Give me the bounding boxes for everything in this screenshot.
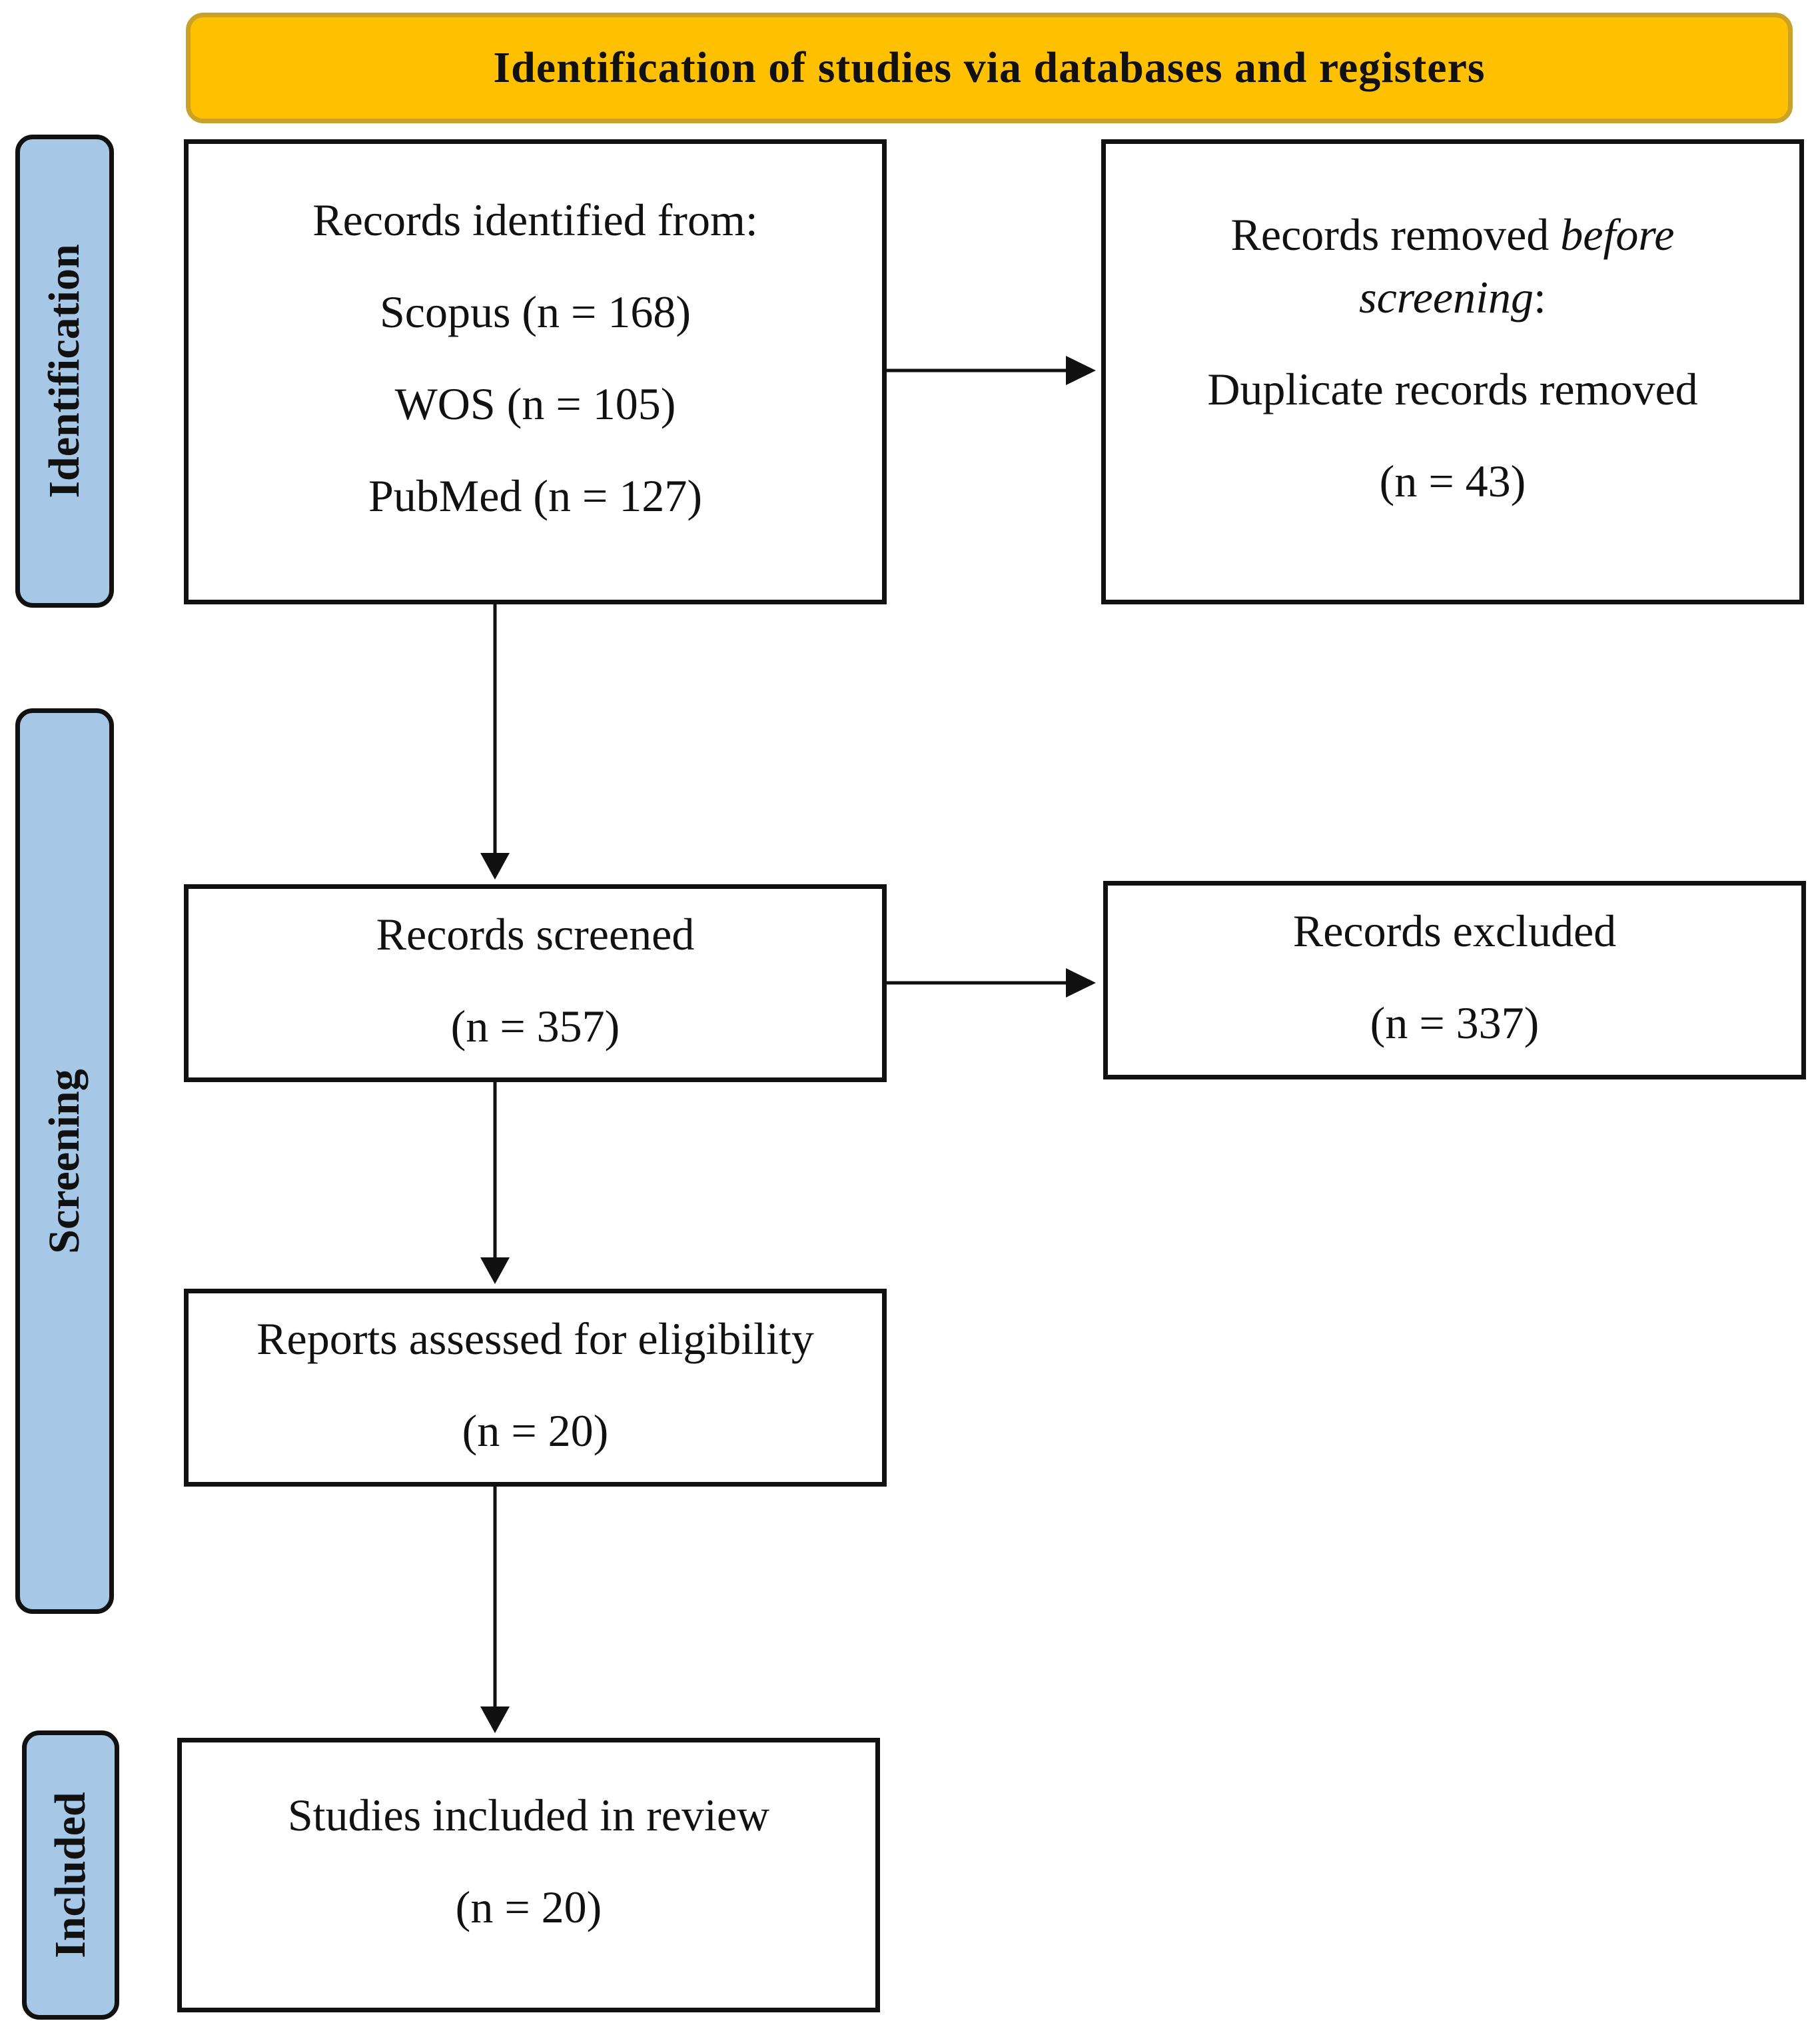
records-removed-prefix: Records removed xyxy=(1230,209,1561,260)
arrowhead-included xyxy=(480,1706,510,1733)
records-removed-screening: screening xyxy=(1359,272,1534,323)
source-pubmed: PubMed (n = 127) xyxy=(368,470,703,521)
arrowhead-assessed xyxy=(480,1257,510,1284)
records-identified-box: Records identified from: Scopus (n = 168… xyxy=(184,139,887,604)
arrowhead-screened xyxy=(480,853,510,880)
records-screened-count: (n = 357) xyxy=(450,1001,620,1051)
records-removed-colon: : xyxy=(1533,272,1546,323)
arrowhead-removed xyxy=(1066,356,1096,385)
records-removed-title-line1: Records removed before xyxy=(1106,212,1799,257)
header-title: Identification of studies via databases … xyxy=(493,43,1486,92)
records-excluded-box: Records excluded (n = 337) xyxy=(1103,881,1806,1079)
reports-assessed-count: (n = 20) xyxy=(462,1405,609,1456)
records-removed-title-line2: screening: xyxy=(1106,275,1799,320)
duplicate-records-label: Duplicate records removed xyxy=(1207,364,1698,414)
records-excluded-count: (n = 337) xyxy=(1370,998,1540,1048)
records-identified-title: Records identified from: xyxy=(312,195,758,245)
records-screened-title: Records screened xyxy=(376,909,695,960)
reports-assessed-box: Reports assessed for eligibility (n = 20… xyxy=(184,1289,887,1487)
source-wos: WOS (n = 105) xyxy=(394,378,676,429)
header-banner: Identification of studies via databases … xyxy=(186,13,1793,123)
source-scopus: Scopus (n = 168) xyxy=(379,287,691,337)
arrowhead-excluded xyxy=(1066,968,1096,998)
records-removed-before: before xyxy=(1560,209,1675,260)
phase-screening: Screening xyxy=(15,708,114,1614)
reports-assessed-title: Reports assessed for eligibility xyxy=(256,1313,814,1364)
duplicate-records-count: (n = 43) xyxy=(1379,456,1526,506)
studies-included-count: (n = 20) xyxy=(455,1882,602,1932)
records-removed-box: Records removed before screening: Duplic… xyxy=(1101,139,1804,604)
records-excluded-title: Records excluded xyxy=(1292,906,1617,956)
phase-included: Included xyxy=(22,1730,119,2020)
records-screened-box: Records screened (n = 357) xyxy=(184,884,887,1082)
studies-included-title: Studies included in review xyxy=(287,1790,770,1840)
studies-included-box: Studies included in review (n = 20) xyxy=(177,1738,880,2012)
phase-identification: Identification xyxy=(15,135,114,608)
